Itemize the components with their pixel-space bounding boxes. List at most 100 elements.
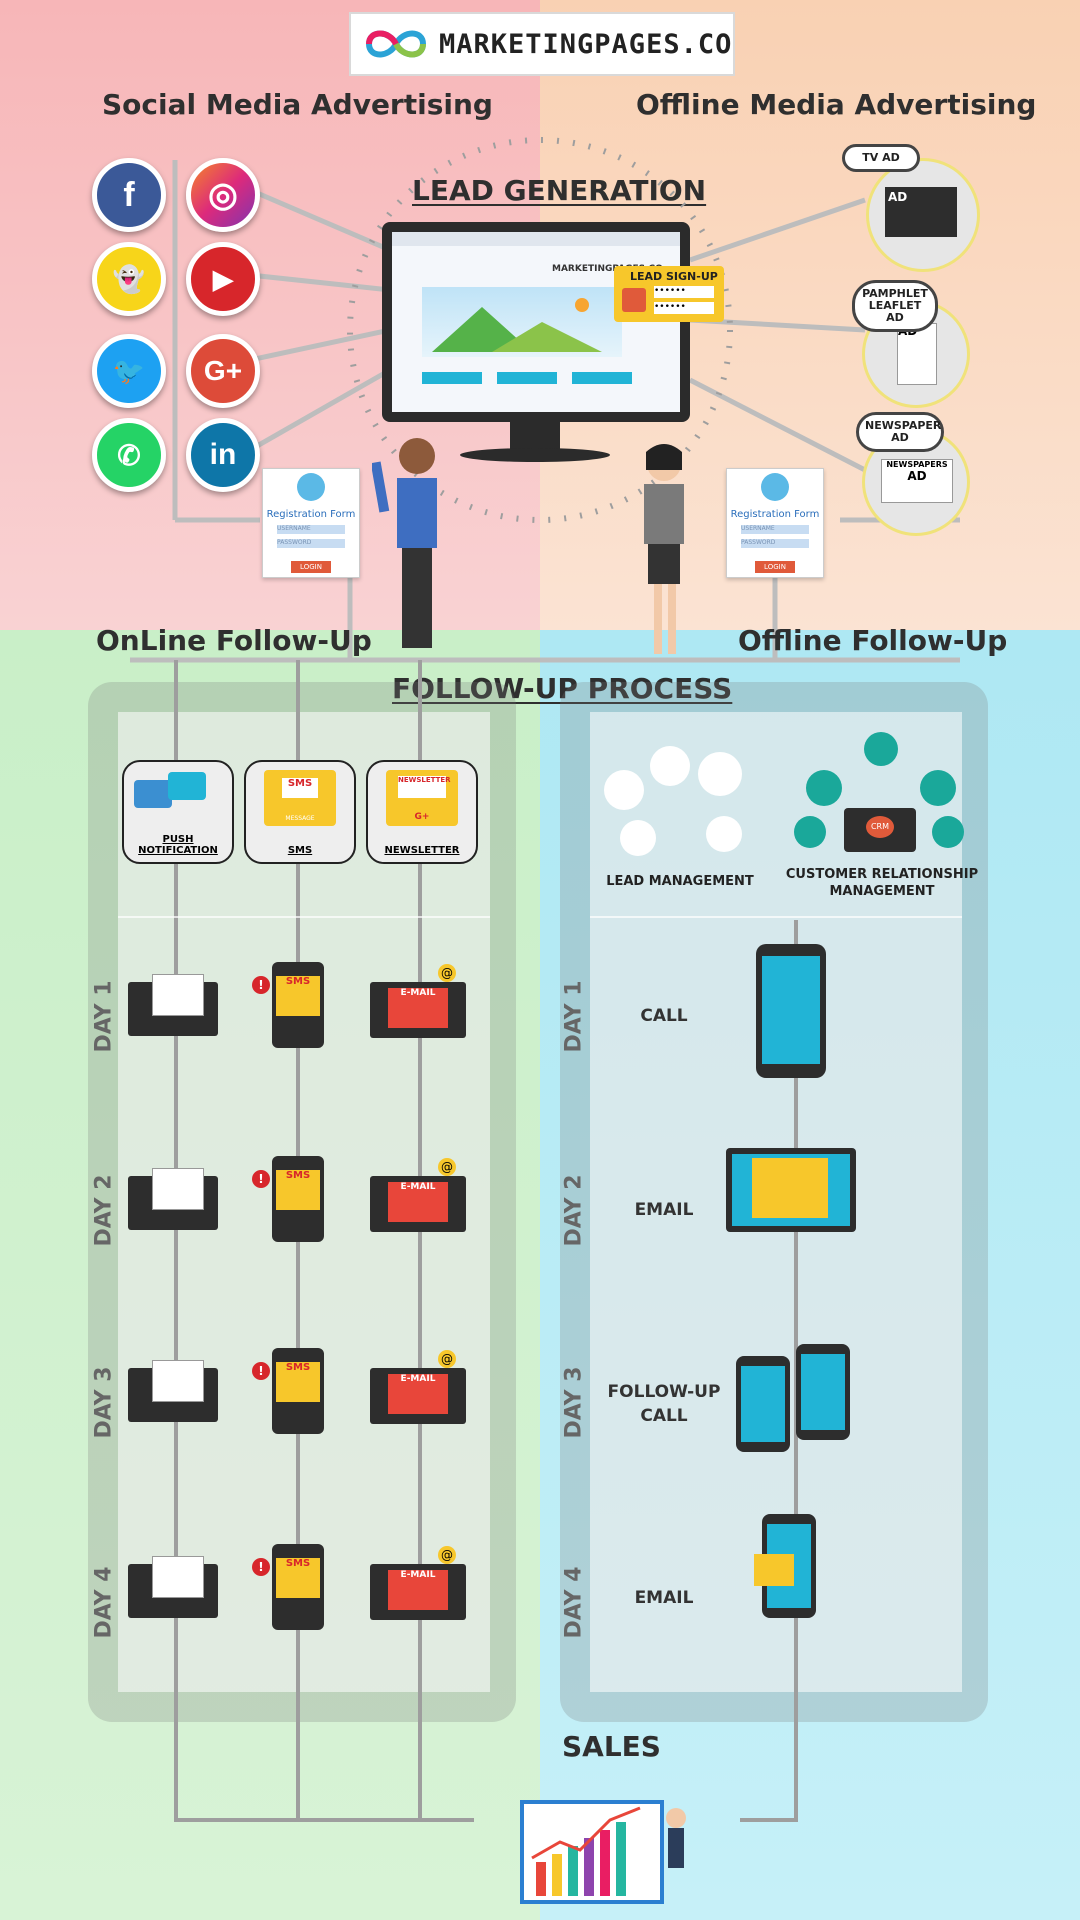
username-field: USERNAME (741, 525, 809, 534)
woman-phone-figure (644, 444, 684, 654)
offline-media-heading: Offline Media Advertising (636, 88, 1037, 121)
offline-day-4: DAY 4 (561, 1566, 587, 1639)
envelope-icon: NEWSLETTER G+ (386, 770, 458, 826)
sms-phone-icon: SMS ! (252, 962, 324, 1048)
whatsapp-icon: ✆ (92, 418, 166, 492)
email-phone-hand-icon (754, 1514, 816, 1618)
tv-screen: AD (885, 187, 957, 237)
lead-generation-heading: LEAD GENERATION (412, 174, 707, 207)
landing-block (497, 372, 557, 384)
facebook-icon: f (92, 158, 166, 232)
push-notification-laptop-icon (122, 974, 228, 1046)
followup-phone-icon (736, 1356, 790, 1452)
offline-action-day-4: EMAIL (634, 1588, 694, 1608)
row-divider (118, 916, 490, 918)
sms-channel: SMS MESSAGE SMS (244, 760, 356, 864)
newspaper-title: NEWSPAPERS (886, 460, 948, 469)
twitter-icon: 🐦 (92, 334, 166, 408)
lock-icon (622, 288, 646, 312)
googleplus-icon: G+ (186, 334, 260, 408)
newspaper-ad-label: AD (907, 469, 927, 483)
signup-field: •••••• (654, 286, 714, 298)
email-laptop-icon: E-MAIL @ (366, 1546, 472, 1626)
push-notification-laptop-icon (122, 1556, 228, 1628)
envelope-icon: SMS MESSAGE (264, 770, 336, 826)
row-divider (590, 916, 962, 918)
flow-line-push (174, 660, 178, 1820)
newspaper-ad-bubble: NEWSPAPER AD (856, 412, 944, 452)
hand-icon (604, 770, 644, 810)
sms-card: SMS (282, 778, 318, 798)
followup-phone-icon (796, 1344, 850, 1440)
offline-day-3: DAY 3 (561, 1366, 587, 1439)
channel-label: PUSH NOTIFICATION (138, 834, 218, 856)
signup-field: •••••• (654, 302, 714, 314)
offline-day-2: DAY 2 (561, 1174, 587, 1247)
online-day-3: DAY 3 (91, 1366, 117, 1439)
login-button: LOGIN (291, 561, 331, 573)
landing-block (422, 372, 482, 384)
newspaper-sheet: NEWSPAPERS AD (881, 459, 953, 503)
snapchat-icon: 👻 (92, 242, 166, 316)
sales-heading: SALES (562, 1730, 661, 1763)
pamphlet-sheet: AD (897, 323, 937, 385)
man-waving-figure (372, 438, 437, 648)
username-field: USERNAME (277, 525, 345, 534)
sms-phone-icon: SMS ! (252, 1544, 324, 1630)
pamphlet-ad-bubble: PAMPHLET LEAFLET AD (852, 280, 938, 332)
offline-followup-heading: Offline Follow-Up (738, 624, 1008, 657)
headset-icon (794, 816, 826, 848)
message-label: MESSAGE (285, 815, 315, 822)
monitor-logo: MARKETINGPAGES.CO (552, 264, 663, 274)
lead-monitor: MARKETINGPAGES.CO LEAD SIGN-UP •••••• ••… (382, 222, 724, 422)
push-notification-laptop-icon (122, 1360, 228, 1432)
password-field: PASSWORD (277, 539, 345, 548)
clipboard-icon (932, 816, 964, 848)
tv-ad-circle: AD (866, 158, 980, 272)
avatar (761, 473, 789, 501)
flow-line-sales-right (740, 1818, 798, 1822)
landing-hero-image (422, 287, 622, 357)
offline-day-1: DAY 1 (561, 980, 587, 1053)
browser-bar (392, 232, 680, 246)
tools-icon (920, 770, 956, 806)
sales-chart-illustration (520, 1800, 686, 1904)
registration-form-title: Registration Form (730, 509, 820, 520)
crm-label: CUSTOMER RELATIONSHIP MANAGEMENT (785, 867, 979, 899)
brand-name: MARKETINGPAGES.CO (439, 28, 733, 60)
call-phone-icon (756, 944, 826, 1078)
channel-label: SMS (287, 845, 313, 856)
newsletter-channel: NEWSLETTER G+ NEWSLETTER (366, 760, 478, 864)
agent-icon (698, 752, 742, 796)
lead-management-channel (600, 740, 750, 860)
report-icon (706, 816, 742, 852)
newsletter-card: NEWSLETTER (398, 776, 451, 798)
monitor-base (460, 448, 610, 462)
followup-process-heading: FOLLOW-UP PROCESS (392, 672, 733, 705)
signup-label: LEAD SIGN-UP (630, 270, 718, 283)
lead-signup-box: LEAD SIGN-UP •••••• •••••• (614, 266, 724, 322)
login-button: LOGIN (755, 561, 795, 573)
push-notification-channel: PUSH NOTIFICATION (122, 760, 234, 864)
channel-label: NEWSLETTER (384, 845, 460, 856)
brand-logo: MARKETINGPAGES.CO (349, 12, 735, 76)
flow-line-sales-left (174, 1818, 474, 1822)
infinity-logo-icon (365, 30, 427, 58)
email-monitor-icon (726, 1148, 856, 1232)
monitor-neck (510, 422, 560, 452)
clock-icon (864, 732, 898, 766)
offline-action-day-2: EMAIL (634, 1200, 694, 1220)
crm-channel: CRM (790, 730, 970, 860)
social-media-heading: Social Media Advertising (102, 88, 493, 121)
chat-bubble-icon (168, 772, 206, 800)
sms-phone-icon: SMS ! (252, 1156, 324, 1242)
online-day-2: DAY 2 (91, 1174, 117, 1247)
landing-block (572, 372, 632, 384)
flow-line-newsletter (418, 660, 422, 1820)
offline-action-day-1: CALL (640, 1006, 688, 1026)
email-laptop-icon: E-MAIL @ (366, 1158, 472, 1238)
gears-icon (806, 770, 842, 806)
crm-globe: CRM (866, 816, 894, 838)
youtube-icon: ▶ (186, 242, 260, 316)
registration-form-right: Registration Form USERNAME PASSWORD LOGI… (726, 468, 824, 578)
